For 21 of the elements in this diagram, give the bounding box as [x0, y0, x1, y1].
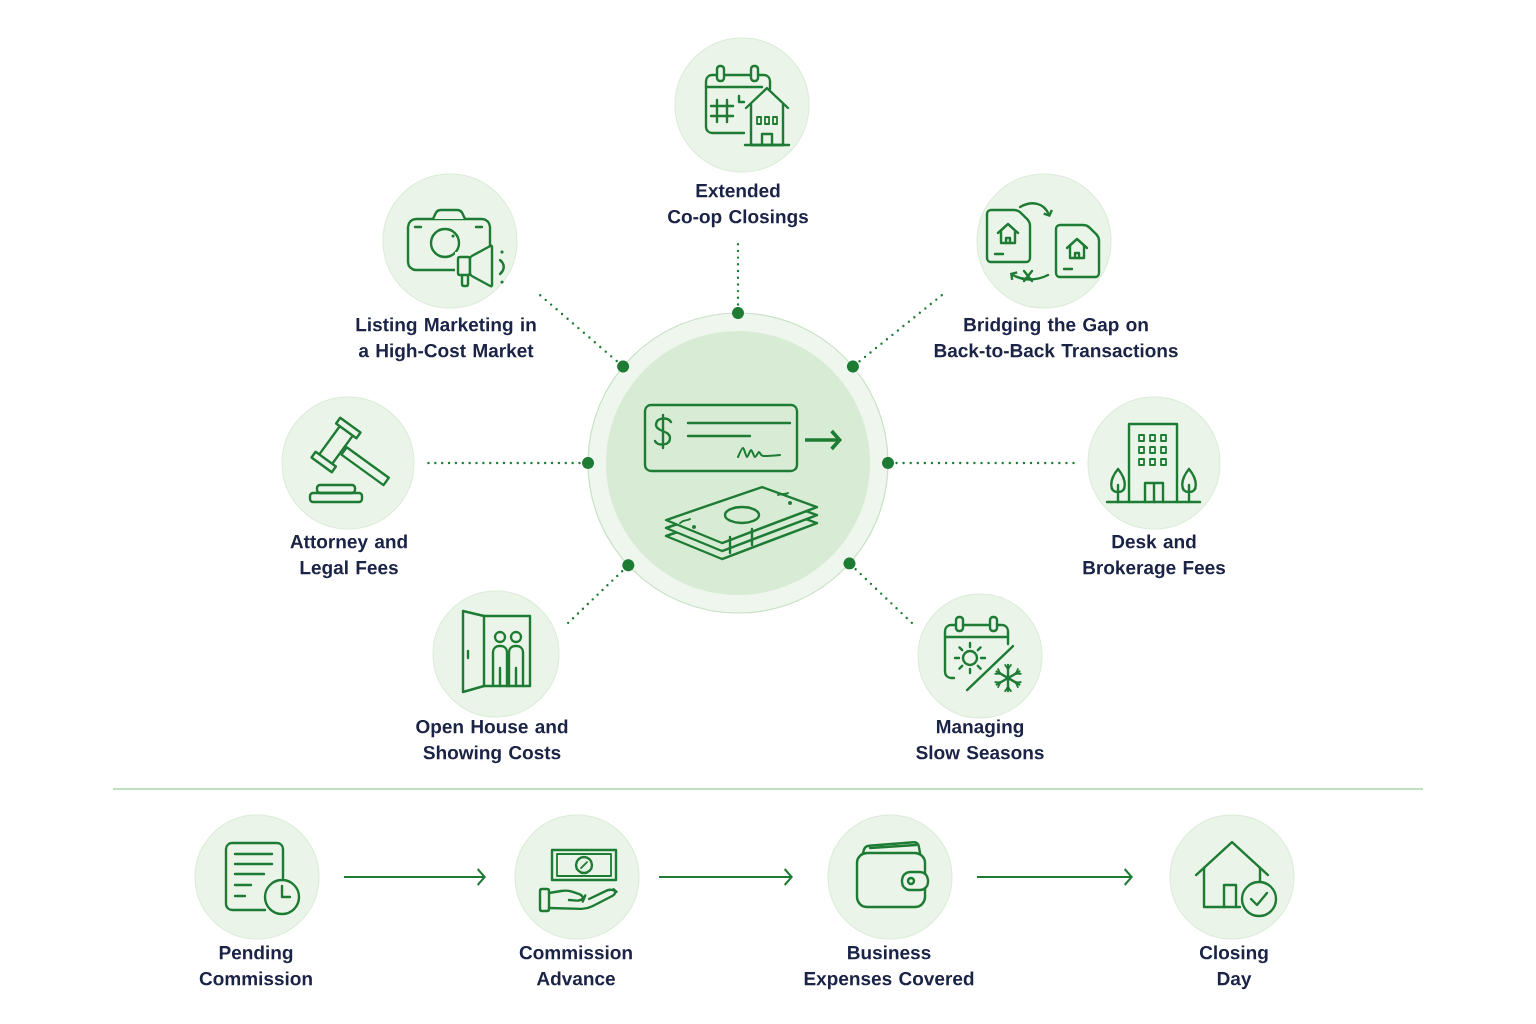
dotted-line	[566, 570, 624, 625]
node-label: Attorney and Legal Fees	[290, 534, 407, 579]
dotted-line	[538, 293, 618, 363]
node-label: Pending Commission	[199, 945, 312, 986]
dotted-line	[895, 461, 1076, 465]
dotted-line	[736, 242, 740, 306]
node-label: Listing Marketing in a High-Cost Market	[356, 317, 536, 362]
arrow	[658, 868, 793, 886]
dotted-line	[426, 461, 581, 465]
node-label: Business Expenses Covered	[804, 945, 974, 990]
node-label: Open House and Showing Costs	[416, 719, 568, 764]
dotted-line	[858, 293, 944, 363]
node-label: Closing Day	[1199, 945, 1268, 990]
node-label: Desk and Brokerage Fees	[1083, 534, 1225, 579]
arrow	[343, 868, 486, 886]
node-label: Managing Slow Seasons	[916, 719, 1044, 760]
arrow	[976, 868, 1133, 886]
node-label: Bridging the Gap on Back-to-Back Transactions	[934, 317, 1178, 358]
node-label: Extended Co-op Closings	[668, 183, 808, 228]
dotted-line	[854, 568, 914, 625]
node-label: Commission Advance	[519, 945, 632, 986]
